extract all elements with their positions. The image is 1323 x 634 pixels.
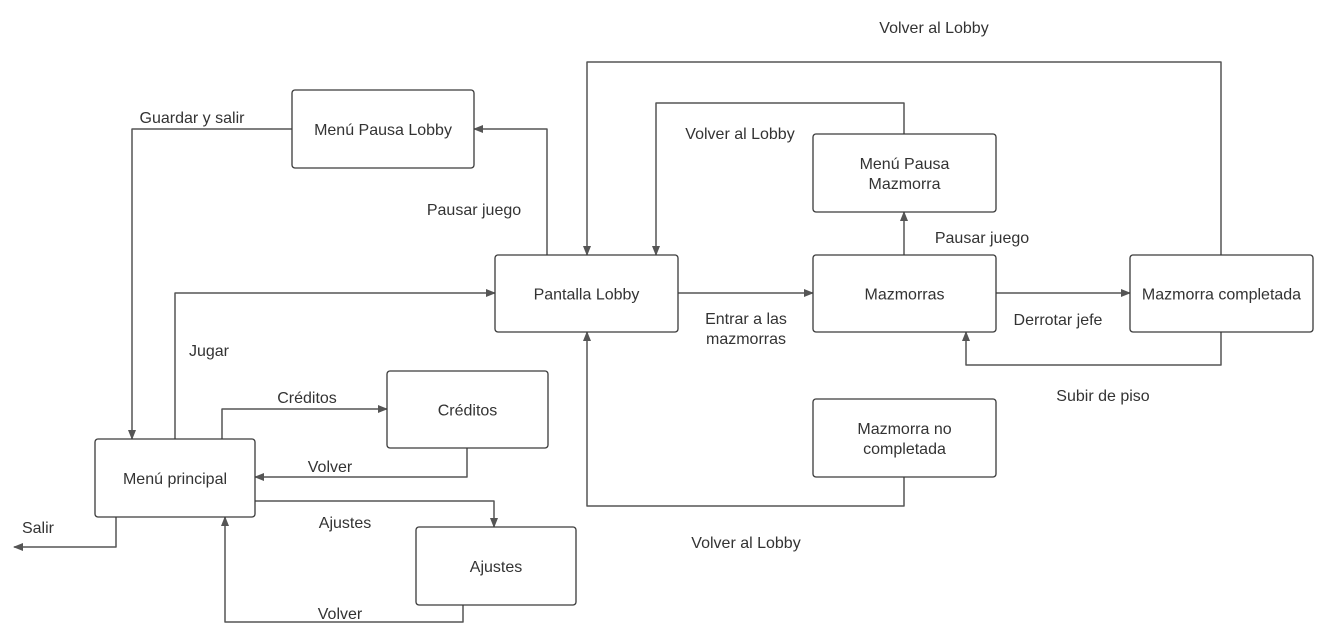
edge-volver-creditos — [254, 448, 468, 481]
edge-guardar-y-salir — [128, 128, 292, 440]
node-mazmorras: Mazmorras — [812, 254, 997, 333]
node-menu-principal: Menú principal — [94, 438, 256, 518]
node-label: Mazmorra no — [857, 421, 951, 438]
edge-ajustes — [255, 500, 498, 528]
node-label: Menú Pausa — [860, 156, 950, 173]
node-menu-pausa-lobby: Menú Pausa Lobby — [291, 89, 475, 169]
edge-pausar-juego-lobby — [473, 125, 548, 255]
node-creditos: Créditos — [386, 370, 549, 449]
node-mazmorra-no-completada: Mazmorra no completada — [812, 398, 997, 478]
node-label: Mazmorra completada — [1142, 287, 1301, 304]
node-box — [415, 526, 577, 606]
node-box — [94, 438, 256, 518]
node-box — [812, 254, 997, 333]
node-label: Pantalla Lobby — [534, 287, 640, 304]
edge-jugar — [174, 289, 496, 439]
node-mazmorra-completada: Mazmorra completada — [1129, 254, 1314, 333]
edge-label-salir: Salir — [22, 520, 55, 537]
edge-creditos — [221, 405, 388, 439]
edge-volver-lobby-pausa — [652, 102, 905, 256]
edge-label-subir-de-piso: Subir de piso — [1056, 388, 1149, 405]
node-label: Menú principal — [123, 471, 227, 488]
node-pantalla-lobby: Pantalla Lobby — [494, 254, 679, 333]
edge-label-entrar-mazmorras: mazmorras — [706, 331, 786, 348]
edge-volver-ajustes — [221, 516, 464, 623]
node-label: Menú Pausa Lobby — [314, 122, 452, 139]
edge-label-derrotar-jefe: Derrotar jefe — [1014, 312, 1103, 329]
node-label: Mazmorras — [864, 287, 944, 304]
node-box — [386, 370, 549, 449]
edge-label-jugar: Jugar — [189, 343, 230, 360]
edge-label-volver-lobby-no-completada: Volver al Lobby — [691, 535, 800, 552]
edge-subir-de-piso — [962, 331, 1222, 366]
node-box — [812, 398, 997, 478]
edge-label-volver-lobby-pausa: Volver al Lobby — [685, 126, 794, 143]
node-box — [291, 89, 475, 169]
node-label: Créditos — [438, 403, 498, 420]
edge-label-ajustes: Ajustes — [319, 515, 371, 532]
edge-salir — [13, 517, 117, 551]
edge-label-volver-ajustes: Volver — [318, 606, 363, 623]
edge-label-volver-creditos: Volver — [308, 459, 353, 476]
edge-volver-lobby-no-completada — [583, 331, 905, 507]
node-label: Mazmorra — [868, 176, 940, 193]
node-box — [1129, 254, 1314, 333]
edge-label-guardar-y-salir: Guardar y salir — [140, 110, 246, 127]
node-box — [812, 133, 997, 213]
edge-volver-lobby-completada — [583, 61, 1222, 256]
edge-label-volver-lobby-completada: Volver al Lobby — [879, 20, 988, 37]
edge-label-creditos: Créditos — [277, 390, 337, 407]
edge-label-entrar-mazmorras: Entrar a las — [705, 311, 787, 328]
node-box — [494, 254, 679, 333]
node-ajustes: Ajustes — [415, 526, 577, 606]
edge-label-pausar-juego-mazmorra: Pausar juego — [935, 230, 1029, 247]
node-label: completada — [863, 441, 946, 458]
edge-label-pausar-juego-lobby: Pausar juego — [427, 202, 521, 219]
node-label: Ajustes — [470, 559, 522, 576]
